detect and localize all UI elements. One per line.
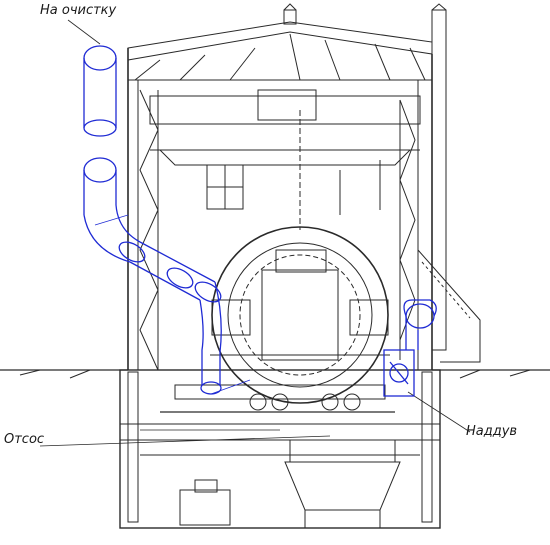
leader-top [67,19,101,45]
duct-top-inlet [83,45,117,71]
basement-outline [119,369,441,529]
carriage [174,384,386,400]
duct-diagonal [129,241,216,301]
roof-vent [283,9,297,25]
right-chimney [431,9,447,351]
duct-right-elbow [405,303,435,329]
label-suction: Отсос [4,432,45,447]
label-to-cleaning: На очистку [40,3,117,18]
hopper [284,461,401,511]
label-pressurization: Наддув [466,424,518,439]
duct-bottom-outlet [200,381,222,395]
fan-unit [383,349,415,397]
leader-right [407,391,471,433]
drum-inner [227,242,373,388]
drum-outer [211,226,389,404]
leader-left [39,435,331,447]
left-column-lattice [139,89,159,371]
crane-bridge [149,95,421,125]
right-column-lattice [399,99,416,341]
drum-core [261,269,339,361]
air-ducts [83,45,437,397]
right-annex-roof [417,249,481,363]
building-structure [0,3,550,529]
roof-outline [127,21,433,61]
